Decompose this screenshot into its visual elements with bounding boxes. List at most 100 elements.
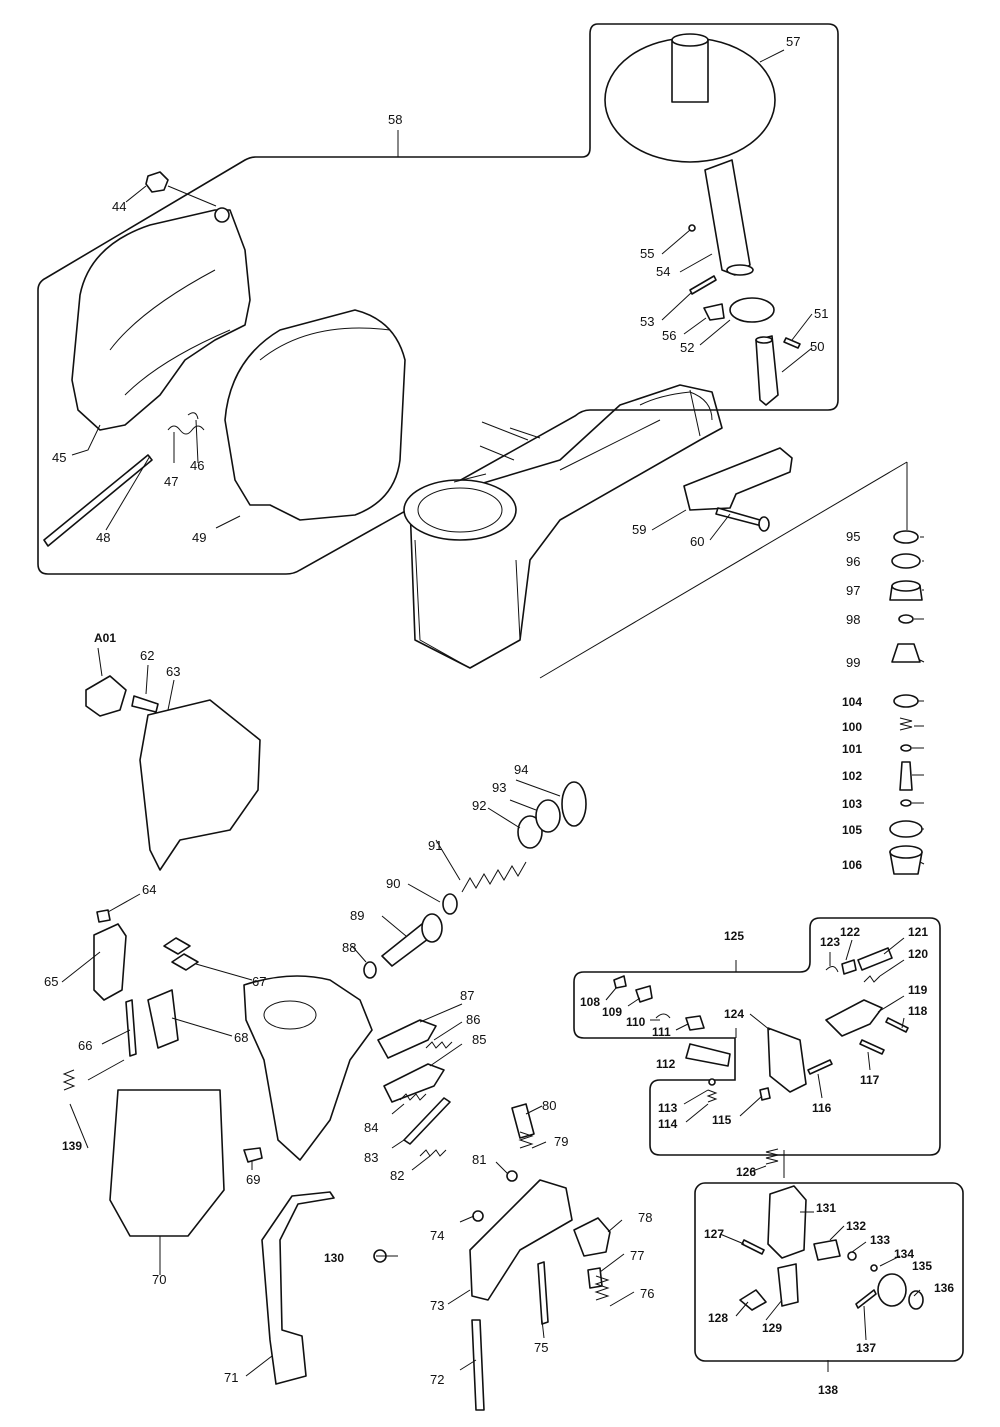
label-117: 117 bbox=[860, 1073, 880, 1087]
label-58: 58 bbox=[388, 112, 402, 127]
label-102: 102 bbox=[842, 769, 862, 783]
pin-127 bbox=[741, 1239, 765, 1255]
plate-83 bbox=[403, 1097, 451, 1145]
spring-76 bbox=[594, 1275, 610, 1301]
label-60: 60 bbox=[690, 534, 704, 549]
ring-136 bbox=[908, 1290, 924, 1310]
oring-104 bbox=[893, 694, 919, 708]
cap-nut-44 bbox=[145, 171, 169, 193]
label-79: 79 bbox=[554, 1134, 568, 1149]
label-83: 83 bbox=[364, 1150, 378, 1165]
disc-57 bbox=[604, 33, 776, 163]
pin-80 bbox=[511, 1103, 535, 1139]
label-123: 123 bbox=[820, 935, 840, 949]
label-95: 95 bbox=[846, 529, 860, 544]
part-labels: 44 45 46 47 48 49 50 51 52 53 54 55 56 5… bbox=[44, 34, 954, 1397]
oring-96 bbox=[891, 553, 921, 569]
shaft-48 bbox=[43, 454, 153, 547]
bracket-129 bbox=[777, 1263, 799, 1307]
label-63: 63 bbox=[166, 664, 180, 679]
spring-82 bbox=[419, 1149, 447, 1157]
bolt-60 bbox=[715, 507, 770, 532]
bolt-62 bbox=[131, 695, 159, 713]
label-94: 94 bbox=[514, 762, 528, 777]
bracket-59 bbox=[683, 447, 793, 511]
label-103: 103 bbox=[842, 797, 862, 811]
group-outline-125 bbox=[573, 917, 941, 1156]
bolt-132 bbox=[813, 1239, 841, 1261]
body-124 bbox=[767, 1027, 807, 1093]
oring-101 bbox=[900, 744, 912, 752]
spring-67 bbox=[163, 937, 199, 971]
spring-84 bbox=[399, 1093, 427, 1101]
label-80: 80 bbox=[542, 1098, 556, 1113]
label-86: 86 bbox=[466, 1012, 480, 1027]
valve-106 bbox=[889, 845, 923, 875]
label-124: 124 bbox=[724, 1007, 744, 1021]
label-a01: A01 bbox=[94, 631, 116, 645]
label-116: 116 bbox=[812, 1101, 832, 1115]
label-84: 84 bbox=[364, 1120, 378, 1135]
body-131 bbox=[767, 1185, 807, 1259]
knob-135 bbox=[877, 1273, 907, 1307]
label-57: 57 bbox=[786, 34, 800, 49]
plate-121 bbox=[857, 947, 893, 971]
washer-92 bbox=[517, 815, 543, 849]
magazine-cover-49 bbox=[224, 309, 406, 521]
label-97: 97 bbox=[846, 583, 860, 598]
label-59: 59 bbox=[632, 522, 646, 537]
screw-69 bbox=[243, 1147, 263, 1163]
pin-137 bbox=[855, 1289, 877, 1309]
label-72: 72 bbox=[430, 1372, 444, 1387]
label-89: 89 bbox=[350, 908, 364, 923]
label-129: 129 bbox=[762, 1321, 782, 1335]
label-104: 104 bbox=[842, 695, 862, 709]
label-100: 100 bbox=[842, 720, 862, 734]
label-46: 46 bbox=[190, 458, 204, 473]
label-74: 74 bbox=[430, 1228, 444, 1243]
label-82: 82 bbox=[390, 1168, 404, 1183]
label-73: 73 bbox=[430, 1298, 444, 1313]
label-101: 101 bbox=[842, 742, 862, 756]
nut-64 bbox=[96, 909, 111, 923]
label-49: 49 bbox=[192, 530, 206, 545]
label-70: 70 bbox=[152, 1272, 166, 1287]
label-136: 136 bbox=[934, 1281, 954, 1295]
spring-79 bbox=[518, 1131, 534, 1149]
ball-113 bbox=[708, 1078, 716, 1086]
oring-105 bbox=[889, 820, 923, 838]
label-128: 128 bbox=[708, 1311, 728, 1325]
label-113: 113 bbox=[658, 1101, 678, 1115]
plate-65 bbox=[93, 923, 127, 1001]
label-54: 54 bbox=[656, 264, 670, 279]
main-body-housing bbox=[403, 384, 723, 669]
spring-126 bbox=[765, 1148, 779, 1165]
label-62: 62 bbox=[140, 648, 154, 663]
part-a01 bbox=[85, 675, 127, 717]
label-93: 93 bbox=[492, 780, 506, 795]
oring-95 bbox=[893, 530, 919, 544]
valve-97 bbox=[889, 580, 923, 601]
oring-98 bbox=[898, 614, 914, 624]
pin-51 bbox=[783, 337, 801, 349]
label-96: 96 bbox=[846, 554, 860, 569]
oring-103 bbox=[900, 799, 912, 807]
label-78: 78 bbox=[638, 1210, 652, 1225]
ball-134 bbox=[870, 1264, 878, 1272]
label-55: 55 bbox=[640, 246, 654, 261]
clip-108 bbox=[613, 975, 627, 989]
label-64: 64 bbox=[142, 882, 156, 897]
ring-52 bbox=[729, 297, 775, 323]
spring-86 bbox=[425, 1041, 453, 1049]
label-106: 106 bbox=[842, 858, 862, 872]
spring-120 bbox=[863, 975, 881, 983]
ring-94 bbox=[561, 781, 587, 827]
piston-89 bbox=[381, 913, 443, 967]
shaft-50 bbox=[755, 335, 779, 406]
valve-99 bbox=[891, 643, 921, 663]
stem-102 bbox=[899, 761, 913, 791]
label-133: 133 bbox=[870, 1233, 890, 1247]
label-138: 138 bbox=[818, 1383, 838, 1397]
spring-139 bbox=[62, 1069, 76, 1091]
label-137: 137 bbox=[856, 1341, 876, 1355]
